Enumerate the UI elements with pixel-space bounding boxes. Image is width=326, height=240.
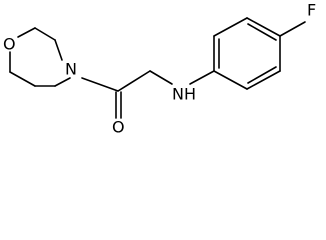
bond-ring-right-upper [54,39,63,61]
bond-ring-top [34,27,56,41]
amine-nh-label: NH [172,85,196,104]
bond-c-f [279,21,306,37]
bond-ring-right-lower [54,77,71,87]
bond-ring-left-lower [9,71,36,87]
bond-carbonyl-ch2 [117,70,151,92]
amide-linkage [81,70,215,119]
bond-ar-6 [213,70,248,90]
bond-ch2-nh [149,70,173,85]
bond-ar-3 [246,17,281,37]
bond-ar-3-inner [247,23,277,41]
chemical-structure-diagram: O N O NH F [3,1,316,137]
carbonyl-oxygen-label: O [112,118,125,137]
morpholine-nitrogen-label: N [65,60,77,79]
bond-n-carbonyl [81,77,119,92]
bond-nh-ring [189,70,215,85]
bond-ar-2 [213,17,248,37]
fluorophenyl-ring [213,17,306,90]
fluorine-label: F [307,1,316,20]
bond-ar-5-inner [247,66,277,84]
morpholine-oxygen-label: O [3,35,16,54]
morpholine-ring [9,27,71,87]
bond-ring-o-top [17,27,36,38]
bond-ar-5 [246,70,281,90]
